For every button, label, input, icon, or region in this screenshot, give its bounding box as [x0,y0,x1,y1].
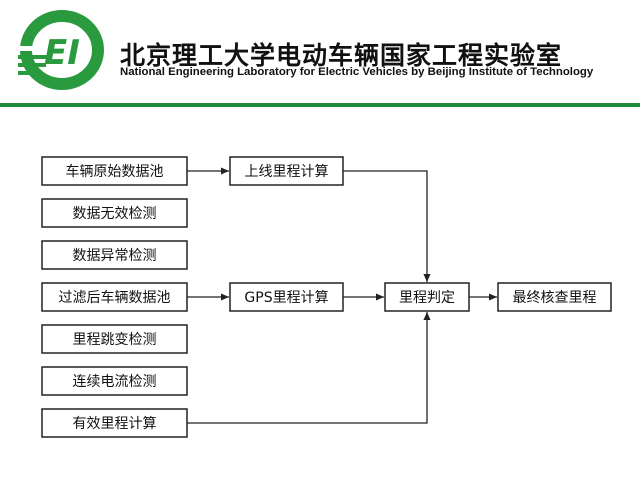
box-abnormal-data-check: 数据异常检测 [41,240,188,270]
logo-text: EI [44,33,80,73]
box-mileage-decision: 里程判定 [384,282,470,312]
box-online-mileage-calc-label: 上线里程计算 [245,164,329,180]
box-continuous-current-check: 连续电流检测 [41,366,188,396]
box-invalid-data-check: 数据无效检测 [41,198,188,228]
box-abnormal-data-check-label: 数据异常检测 [73,248,157,264]
box-filtered-data-pool-label: 过滤后车辆数据池 [59,289,171,306]
box-final-mileage-label: 最终核查里程 [513,290,597,306]
box-mileage-jump-check-label: 里程跳变检测 [73,332,157,348]
header-divider [0,103,640,107]
box-invalid-data-check-label: 数据无效检测 [73,206,157,222]
box-gps-mileage-calc: GPS里程计算 [229,282,344,312]
box-filtered-data-pool: 过滤后车辆数据池 [41,282,188,312]
arrow-online-to-decision [343,170,431,282]
box-mileage-decision-label: 里程判定 [399,290,455,306]
lab-title-cn: 北京理工大学电动车辆国家工程实验室 [120,41,563,70]
ei-logo-icon: EI [15,10,104,90]
box-gps-mileage-calc-label: GPS里程计算 [244,290,328,306]
box-continuous-current-check-label: 连续电流检测 [73,373,157,390]
box-raw-data-pool-label: 车辆原始数据池 [66,163,164,180]
lab-title-en: National Engineering Laboratory for Elec… [120,66,594,78]
box-valid-mileage-calc-label: 有效里程计算 [73,416,157,432]
box-final-mileage: 最终核查里程 [497,282,612,312]
box-raw-data-pool: 车辆原始数据池 [41,156,188,186]
header: EI 北京理工大学电动车辆国家工程实验室 National Engineerin… [0,0,640,107]
arrow-valid-to-decision [187,312,431,424]
box-valid-mileage-calc: 有效里程计算 [41,408,188,438]
box-online-mileage-calc: 上线里程计算 [229,156,344,186]
box-mileage-jump-check: 里程跳变检测 [41,324,188,354]
